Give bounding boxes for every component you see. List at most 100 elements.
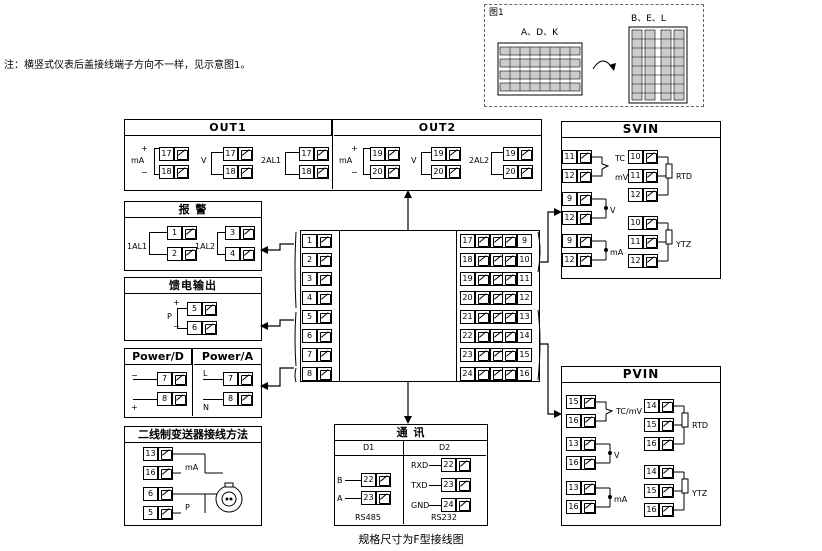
power-panel: Power/D Power/A − + 7 8 L N 7 8: [124, 348, 262, 418]
screw-icon: [581, 414, 596, 428]
screw-icon: [659, 418, 674, 432]
comm-terminal: 24: [441, 498, 456, 512]
pvin-panel: PVIN 15 16 13 16 13 16 TC/mV V mA 14 15 …: [561, 366, 721, 526]
screw-icon: [240, 247, 255, 261]
power-a-terminal: 7: [223, 372, 238, 386]
alarm1-label: 1AL1: [127, 242, 148, 251]
power-a-title: Power/A: [194, 349, 261, 365]
out1-ma-label: mA: [131, 156, 145, 165]
two-wire-transmitter-panel: 二线制变送器接线方法 13 16 6 5 mA P: [124, 426, 262, 526]
plus-sign: +: [351, 144, 358, 153]
screw-icon: [643, 235, 658, 249]
feed-terminal: 5: [187, 302, 202, 316]
svin-tc-label: TC: [615, 154, 626, 163]
screw-icon: [446, 165, 461, 179]
svin-terminal: 10: [628, 216, 643, 230]
screw-icon: [376, 473, 391, 487]
pvin-terminal: 13: [566, 437, 581, 451]
center-terminal: 8: [302, 367, 317, 381]
center-terminal: 18: [460, 253, 475, 267]
screw-icon: [456, 458, 471, 472]
comm-b-label: B: [337, 476, 343, 485]
power-d-title: Power/D: [125, 349, 192, 365]
alarm-terminal: 4: [225, 247, 240, 261]
screw-icon: [577, 211, 592, 225]
two-wire-terminal: 16: [143, 466, 158, 480]
diagram-caption: 规格尺寸为F型接线图: [358, 533, 464, 546]
screw-icon: [317, 348, 332, 362]
screw-icon: [475, 329, 490, 343]
figure-1-left-label: A、D、K: [521, 28, 558, 38]
feed-terminal: 6: [187, 321, 202, 335]
screw-icon: [158, 487, 173, 501]
figure-1: 图1 A、D、K B、E、L: [484, 4, 704, 107]
screw-icon: [502, 348, 517, 362]
screw-icon: [502, 310, 517, 324]
comm-terminal: 23: [361, 491, 376, 505]
screw-icon: [581, 456, 596, 470]
screw-icon: [502, 329, 517, 343]
power-d-terminal: 8: [157, 392, 172, 406]
svin-rtd-label: RTD: [676, 172, 693, 181]
screw-icon: [238, 392, 253, 406]
out1-alarm-label: 2AL1: [261, 156, 282, 165]
screw-icon: [577, 253, 592, 267]
screw-icon: [317, 310, 332, 324]
two-wire-wiring: [173, 453, 243, 514]
svin-v-label: V: [610, 206, 616, 215]
screw-icon: [475, 348, 490, 362]
out1-v-terminal: 18: [223, 165, 238, 179]
screw-icon: [659, 399, 674, 413]
screw-icon: [317, 234, 332, 248]
comm-a-label: A: [337, 494, 343, 503]
screw-icon: [238, 372, 253, 386]
svin-panel: SVIN 11 12 9 12 9 12 TC mV V mA 10 11 12…: [561, 121, 721, 279]
svin-terminal: 12: [562, 253, 577, 267]
comm-terminal: 22: [361, 473, 376, 487]
pvin-ma-label: mA: [614, 495, 628, 504]
power-n-label: N: [203, 403, 209, 412]
out2-alarm-label: 2AL2: [469, 156, 490, 165]
output-panel: OUT1 OUT2 mA + − 17 18 V 17 18 2AL1 17 1…: [124, 119, 542, 191]
screw-icon: [158, 447, 173, 461]
screw-icon: [172, 372, 187, 386]
pvin-tc-label: TC/mV: [616, 407, 642, 416]
screw-icon: [643, 216, 658, 230]
center-terminal: 13: [517, 310, 532, 324]
screw-icon: [581, 481, 596, 495]
note-text: 注：横竖式仪表后盖接线端子方向不一样，见示意图1。: [4, 60, 251, 71]
figure-1-right-label: B、E、L: [631, 14, 666, 24]
screw-icon: [317, 367, 332, 381]
center-terminal: 10: [517, 253, 532, 267]
comm-terminal: 23: [441, 478, 456, 492]
screw-icon: [518, 147, 533, 161]
out1-alarm-terminal: 17: [299, 147, 314, 161]
power-l-label: L: [203, 369, 208, 378]
screw-icon: [643, 254, 658, 268]
screw-icon: [581, 395, 596, 409]
screw-icon: [643, 188, 658, 202]
out2-v-terminal: 19: [431, 147, 446, 161]
comm-rs232-label: RS232: [431, 513, 457, 522]
screw-icon: [446, 147, 461, 161]
center-terminal: 21: [460, 310, 475, 324]
comm-title: 通 讯: [335, 425, 487, 441]
out2-ma-terminal: 20: [370, 165, 385, 179]
screw-icon: [202, 321, 217, 335]
screw-icon: [659, 484, 674, 498]
communication-panel: 通 讯 D1 D2 B A 22 23 RS485 RXD TXD GND 22…: [334, 424, 488, 526]
center-terminal: 4: [302, 291, 317, 305]
center-terminal: 9: [517, 234, 532, 248]
screw-icon: [518, 165, 533, 179]
screw-icon: [182, 247, 197, 261]
screw-icon: [314, 165, 329, 179]
screw-icon: [643, 169, 658, 183]
screw-icon: [158, 466, 173, 480]
pvin-rtd-label: RTD: [692, 421, 709, 430]
center-terminal: 12: [517, 291, 532, 305]
out1-title: OUT1: [125, 120, 332, 136]
out2-v-terminal: 20: [431, 165, 446, 179]
screw-icon: [475, 291, 490, 305]
comm-d2-label: D2: [439, 443, 451, 452]
alarm-terminal: 2: [167, 247, 182, 261]
